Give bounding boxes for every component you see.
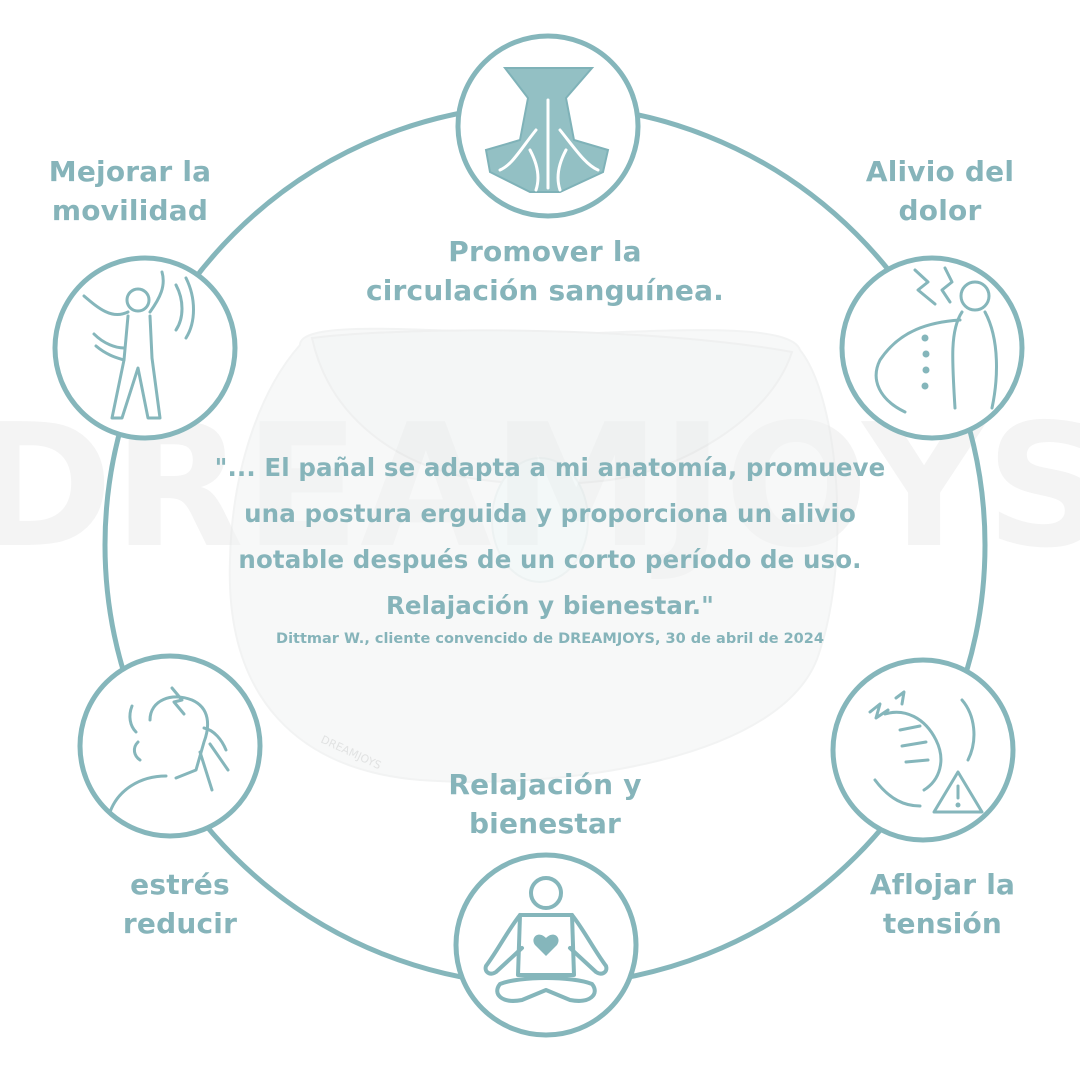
quote-attribution: Dittmar W., cliente convencido de DREAMJ… xyxy=(276,631,824,647)
benefit-label-line: tensión xyxy=(882,907,1003,940)
benefit-label-line: Mejorar la xyxy=(48,155,212,188)
benefit-label-pain-relief: Alivio del dolor xyxy=(840,152,1040,230)
meditation-heart-icon xyxy=(453,852,639,1038)
benefit-label-line: Aflojar la xyxy=(869,868,1016,901)
quote-line: una postura erguida y proporciona un ali… xyxy=(244,499,856,528)
quote-line: Relajación y bienestar." xyxy=(385,591,715,620)
benefit-label-line: Relajación y xyxy=(448,768,642,801)
quote-line: notable después de un corto período de u… xyxy=(238,545,862,574)
benefit-label-line: Promover la xyxy=(448,235,642,268)
headache-stress-icon xyxy=(77,653,263,839)
benefit-label-line: reducir xyxy=(122,907,238,940)
benefit-label-line: circulación sanguínea. xyxy=(365,274,725,307)
pillow-image: DREAMJOYS xyxy=(228,327,839,783)
benefit-label-wellbeing: Relajación y bienestar xyxy=(420,765,670,843)
benefit-label-line: bienestar xyxy=(468,807,622,840)
benefit-label-line: Alivio del xyxy=(865,155,1015,188)
benefit-label-circulation: Promover la circulación sanguínea. xyxy=(330,232,760,310)
testimonial-quote: "... El pañal se adapta a mi anatomía, p… xyxy=(190,445,910,647)
benefit-label-line: dolor xyxy=(898,194,982,227)
back-pain-icon xyxy=(839,255,1025,441)
benefit-label-line: movilidad xyxy=(51,194,209,227)
quote-line: "... El pañal se adapta a mi anatomía, p… xyxy=(214,453,886,482)
benefit-label-line: estrés xyxy=(130,868,230,901)
neck-circulation-icon xyxy=(455,33,641,219)
muscle-tension-warning-icon xyxy=(830,657,1016,843)
stretching-figure-icon xyxy=(52,255,238,441)
benefit-label-tension: Aflojar la tensión xyxy=(840,865,1045,943)
benefit-label-mobility: Mejorar la movilidad xyxy=(20,152,240,230)
benefit-label-stress: estrés reducir xyxy=(90,865,270,943)
